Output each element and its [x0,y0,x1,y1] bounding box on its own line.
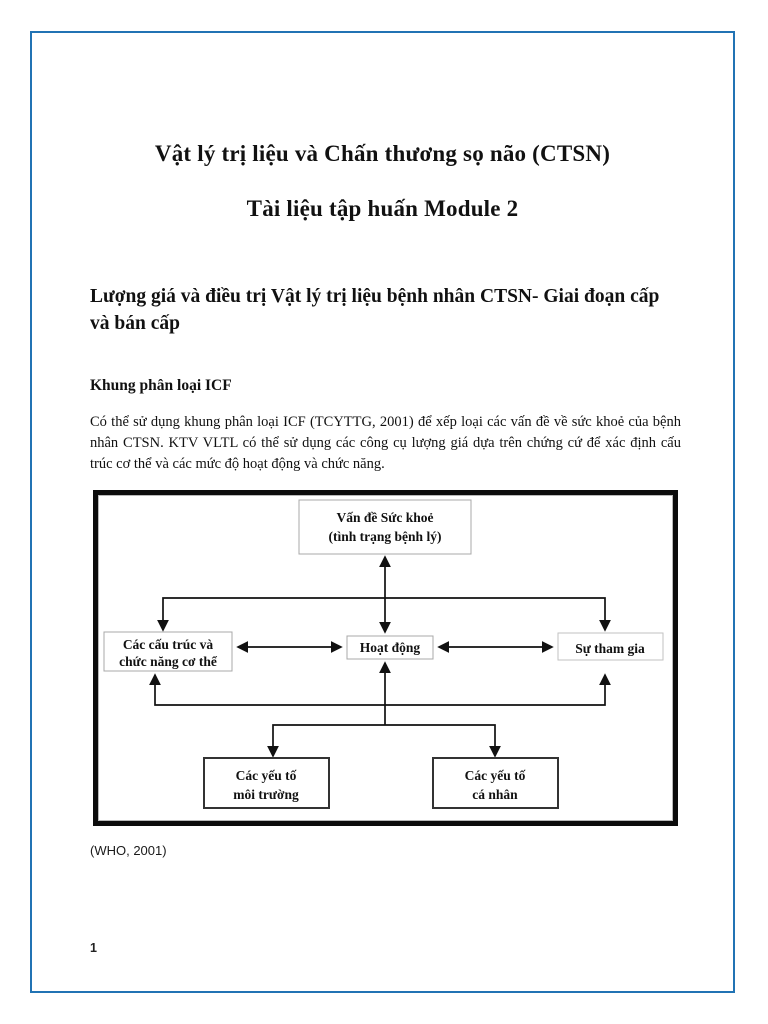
subsection-heading: Khung phân loại ICF [90,377,232,394]
title-block: Vật lý trị liệu và Chấn thương sọ não (C… [32,141,733,222]
page-number: 1 [90,941,97,955]
document-title-line1: Vật lý trị liệu và Chấn thương sọ não (C… [154,141,611,166]
box-activity [346,635,434,660]
connector-health-to-sides [157,597,611,632]
diagram-boxes [103,499,664,809]
box-participation [557,632,664,661]
box-health-condition [298,499,472,555]
label-env-line1: Các yếu tố [236,768,297,783]
label-body-line2: chức năng cơ thể [119,654,218,669]
body-paragraph: Có thể sử dụng khung phân loại ICF (TCYT… [90,414,681,472]
diagram-labels: Vấn đề Sức khoẻ (tình trạng bệnh lý) Các… [119,510,645,802]
label-personal-line1: Các yếu tố [465,768,526,783]
connector-factors-to-sides [149,673,611,706]
icf-diagram: Vấn đề Sức khoẻ (tình trạng bệnh lý) Các… [103,499,664,809]
label-personal-line2: cá nhân [472,787,518,802]
section-heading: Lượng giá và điều trị Vật lý trị liệu bệ… [90,286,660,334]
label-health-line2: (tình trạng bệnh lý) [329,529,442,544]
box-body-functions [103,631,233,672]
box-environmental-factors [203,757,330,809]
label-health-line1: Vấn đề Sức khoẻ [337,510,434,525]
label-env-line2: môi trường [233,787,299,802]
label-participation: Sự tham gia [575,641,645,656]
diagram-arrows [149,555,611,758]
document-page: Vật lý trị liệu và Chấn thương sọ não (C… [30,31,735,993]
document-title-line2: Tài liệu tập huấn Module 2 [246,196,519,221]
label-activity: Hoạt động [360,640,421,655]
label-body-line1: Các cấu trúc và [123,637,214,652]
citation: (WHO, 2001) [90,843,167,858]
box-personal-factors [432,757,559,809]
icf-diagram-frame: Vấn đề Sức khoẻ (tình trạng bệnh lý) Các… [93,490,678,826]
connector-to-bottom-boxes [267,724,501,758]
